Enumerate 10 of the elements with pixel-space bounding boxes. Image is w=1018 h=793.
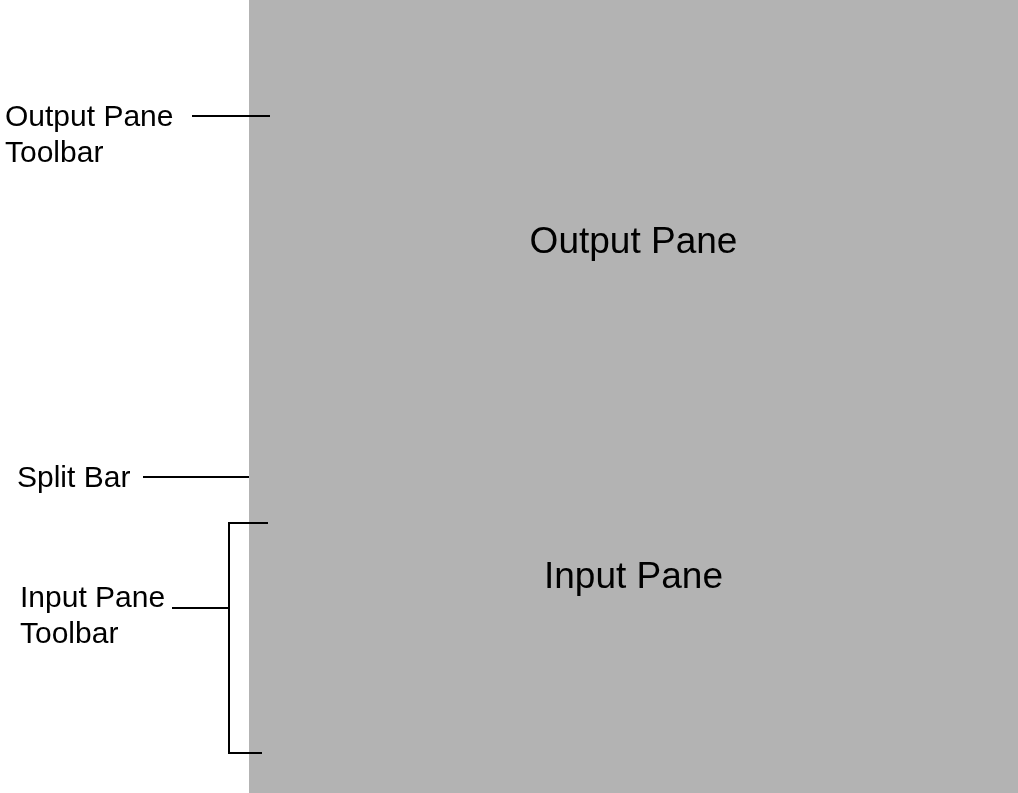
leader-line bbox=[142, 476, 250, 478]
pane-area bbox=[249, 477, 1018, 793]
pane-title: Output Pane bbox=[529, 220, 738, 262]
pane-title: Input Pane bbox=[544, 555, 723, 597]
pane-area bbox=[249, 0, 1018, 477]
callout-label: Output Pane Toolbar bbox=[5, 98, 175, 170]
callout-label: Split Bar bbox=[17, 459, 132, 495]
leader-line bbox=[191, 115, 271, 117]
callout-label: Input Pane Toolbar bbox=[20, 579, 167, 651]
leader-line bbox=[171, 607, 230, 609]
